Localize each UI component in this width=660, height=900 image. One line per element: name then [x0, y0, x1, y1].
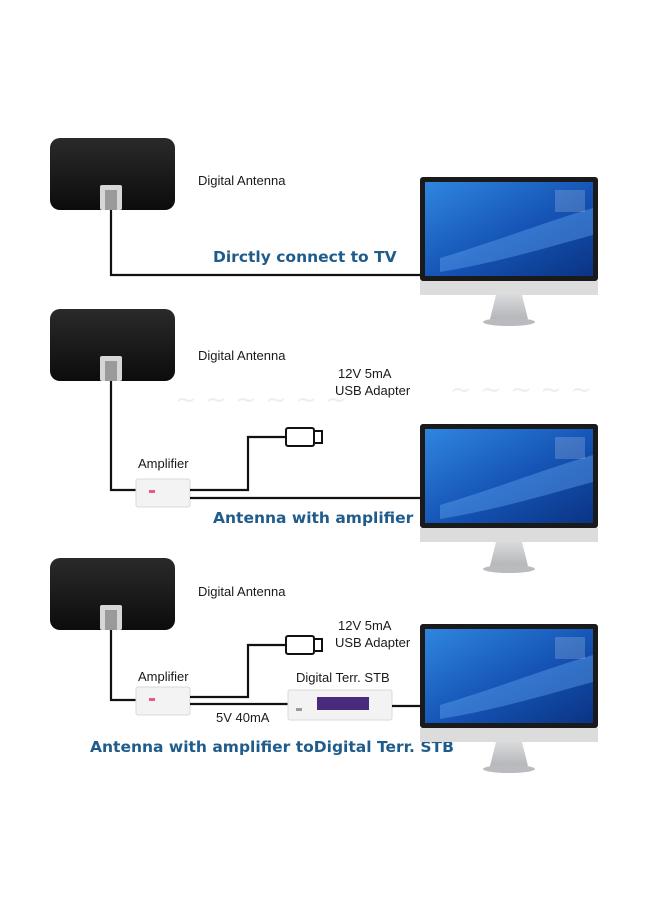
stb-label: Digital Terr. STB: [296, 670, 390, 685]
usb-plug-icon: [285, 635, 323, 655]
antenna-label: Digital Antenna: [198, 173, 286, 188]
antenna-label: Digital Antenna: [198, 584, 286, 599]
adapter-label-line2: USB Adapter: [335, 635, 411, 650]
usb-power-cable: [190, 435, 288, 492]
adapter-label-line1: 12V 5mA: [338, 366, 392, 381]
amplifier-box: [135, 686, 191, 716]
antenna-cable: [109, 210, 424, 277]
svg-text:~ ~ ~ ~ ~ ~: ~ ~ ~ ~ ~ ~: [175, 385, 347, 415]
caption: Dirctly connect to TV: [213, 248, 397, 266]
amplifier-box: [135, 478, 191, 508]
stb-box: [287, 689, 393, 721]
tv-monitor: [420, 624, 598, 773]
antenna-panel: [50, 309, 175, 381]
antenna-cable: [109, 381, 136, 492]
amplifier-label: Amplifier: [138, 456, 189, 471]
amplifier-label: Amplifier: [138, 669, 189, 684]
antenna-cable: [109, 630, 136, 702]
panel-direct-connection: Digital Antenna Dirctly connect to TV: [50, 138, 598, 326]
usb-power-cable: [190, 643, 288, 699]
power-label: 5V 40mA: [216, 710, 270, 725]
antenna-panel: [50, 138, 175, 210]
tv-monitor: [420, 177, 598, 326]
caption: Antenna with amplifier toDigital Terr. S…: [90, 738, 454, 756]
usb-plug-icon: [285, 427, 323, 447]
tv-monitor: [420, 424, 598, 573]
adapter-label-line1: 12V 5mA: [338, 618, 392, 633]
caption: Antenna with amplifier: [213, 509, 414, 527]
antenna-panel: [50, 558, 175, 630]
svg-text:~ ~ ~ ~ ~: ~ ~ ~ ~ ~: [450, 375, 592, 405]
panel-stb-connection: Digital Antenna Amplifier 12V 5mA USB Ad…: [50, 558, 598, 773]
antenna-label: Digital Antenna: [198, 348, 286, 363]
adapter-label-line2: USB Adapter: [335, 383, 411, 398]
panel-amplifier-connection: Digital Antenna Amplifier 12V 5mA USB Ad…: [50, 309, 598, 573]
background-watermark: ~ ~ ~ ~ ~ ~ ~ ~ ~ ~ ~: [175, 375, 592, 415]
